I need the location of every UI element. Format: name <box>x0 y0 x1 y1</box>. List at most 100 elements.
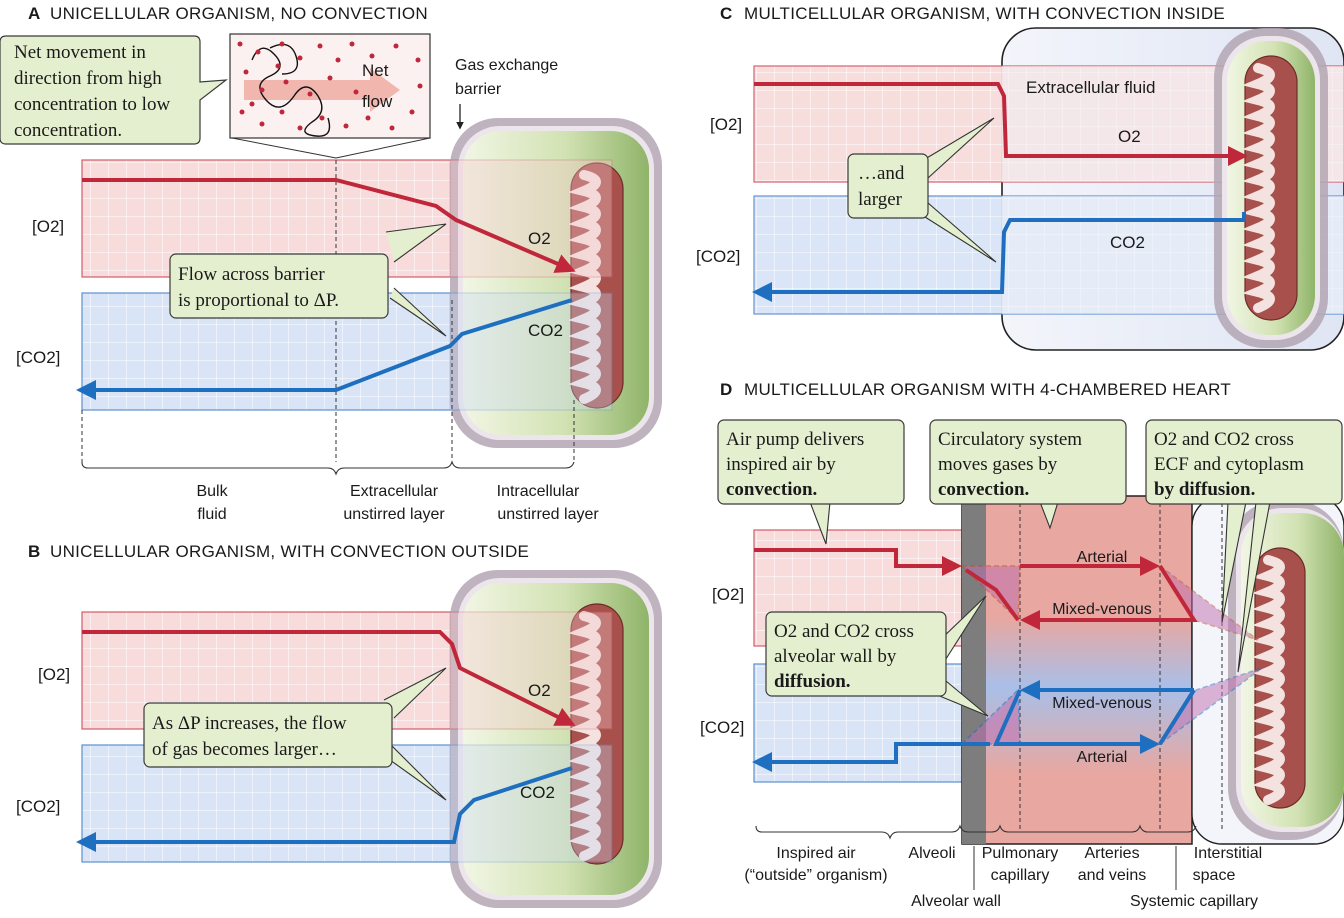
svg-text:moves gases by: moves gases by <box>938 454 1058 475</box>
net-movement-callout: Net movement in direction from high conc… <box>0 35 228 145</box>
cell <box>1214 28 1328 348</box>
alveolar-callout: O2 and CO2 cross alveolar wall by diffus… <box>765 595 989 717</box>
panel-d: D MULTICELLULAR ORGANISM WITH 4-CHAMBERE… <box>700 380 1344 910</box>
cell-diffusion-callout: O2 and CO2 cross ECF and cytoplasm by di… <box>1145 419 1343 673</box>
svg-text:O2 and CO2 cross: O2 and CO2 cross <box>774 621 914 642</box>
svg-text:unstirred layer: unstirred layer <box>343 506 445 523</box>
co2-axis-label: [CO2] <box>696 247 740 266</box>
panel-c: C MULTICELLULAR ORGANISM, WITH CONVECTIO… <box>696 4 1344 351</box>
svg-text:Net movement in: Net movement in <box>14 42 146 63</box>
panel-b-title: UNICELLULAR ORGANISM, WITH CONVECTION OU… <box>50 542 529 561</box>
diffusion-inset: Net flow <box>229 33 431 159</box>
and-larger-callout: …and larger <box>847 117 997 263</box>
region-brace <box>755 824 1197 840</box>
o2-inspired-line <box>754 548 962 576</box>
svg-text:barrier: barrier <box>455 81 502 98</box>
o2-gradient-line <box>754 82 1248 166</box>
co2-line-label: CO2 <box>520 783 555 802</box>
bulk-fluid-label: Bulk <box>196 483 228 500</box>
extracellular-fluid-label: Extracellular fluid <box>1026 78 1155 97</box>
svg-text:capillary: capillary <box>991 867 1050 884</box>
net-flow-label: Net <box>362 61 389 80</box>
o2-gradient-line <box>82 630 576 726</box>
svg-text:Circulatory system: Circulatory system <box>938 429 1082 450</box>
svg-text:…and: …and <box>858 163 905 184</box>
svg-text:concentration to low: concentration to low <box>14 94 170 115</box>
inspired-air-label: Inspired air <box>776 845 856 862</box>
co2-axis-label: [CO2] <box>700 718 744 737</box>
circulatory-callout: Circulatory system moves gases by convec… <box>929 419 1127 530</box>
gas-exchange-barrier-label: Gas exchange <box>455 57 558 74</box>
svg-text:and veins: and veins <box>1078 867 1147 884</box>
svg-text:by diffusion.: by diffusion. <box>1154 479 1255 500</box>
co2-gradient-line <box>76 766 573 852</box>
co2-line-label: CO2 <box>1110 233 1145 252</box>
o2-line-label: O2 <box>1118 127 1141 146</box>
region-brace <box>81 460 575 476</box>
svg-text:direction from high: direction from high <box>14 68 162 89</box>
svg-text:As ΔP increases, the flow: As ΔP increases, the flow <box>152 713 347 734</box>
co2-line-label: CO2 <box>528 321 563 340</box>
svg-text:inspired air by: inspired air by <box>726 454 836 475</box>
panel-a-title: UNICELLULAR ORGANISM, NO CONVECTION <box>50 4 428 23</box>
panel-b-letter: B <box>28 542 40 561</box>
o2-axis-label: [O2] <box>710 115 742 134</box>
arterial-label-co2: Arterial <box>1077 749 1128 766</box>
alveolar-wall <box>962 496 986 844</box>
svg-text:larger: larger <box>858 189 903 210</box>
intracellular-layer-label: Intracellular <box>497 483 580 500</box>
svg-text:flow: flow <box>362 92 393 111</box>
svg-text:ECF and cytoplasm: ECF and cytoplasm <box>1154 454 1304 475</box>
svg-text:Flow across barrier: Flow across barrier <box>178 264 325 285</box>
flow-larger-callout: As ΔP increases, the flow of gas becomes… <box>143 667 447 801</box>
air-pump-callout: Air pump delivers inspired air by convec… <box>717 419 905 545</box>
panel-d-letter: D <box>720 380 732 399</box>
co2-gradient-line <box>752 212 1246 302</box>
o2-line-label: O2 <box>528 229 551 248</box>
svg-text:Air pump delivers: Air pump delivers <box>726 429 864 450</box>
alveoli-label: Alveoli <box>908 845 955 862</box>
svg-text:is proportional to ΔP.: is proportional to ΔP. <box>178 290 339 311</box>
svg-text:convection.: convection. <box>726 479 817 500</box>
o2-axis-label: [O2] <box>32 217 64 236</box>
pulmonary-capillary-label: Pulmonary <box>982 845 1058 862</box>
cell <box>450 570 662 908</box>
cell <box>1228 500 1344 840</box>
arterial-label: Arterial <box>1077 549 1128 566</box>
panel-a-letter: A <box>28 4 40 23</box>
svg-text:diffusion.: diffusion. <box>774 671 851 692</box>
svg-text:of gas becomes larger…: of gas becomes larger… <box>152 739 337 760</box>
svg-text:fluid: fluid <box>197 506 226 523</box>
svg-text:convection.: convection. <box>938 479 1029 500</box>
mixed-venous-label-co2: Mixed-venous <box>1052 695 1152 712</box>
interstitial-space-label: Interstitial <box>1194 845 1262 862</box>
svg-text:(“outside” organism): (“outside” organism) <box>744 867 887 884</box>
o2-line-label: O2 <box>528 681 551 700</box>
co2-gradient-line <box>76 298 573 400</box>
arterial-co2-line <box>992 689 1160 754</box>
o2-axis-label: [O2] <box>38 665 70 684</box>
alveolar-wall-label: Alveolar wall <box>911 893 1001 910</box>
o2-axis-label: [O2] <box>712 585 744 604</box>
systemic-capillary-label: Systemic capillary <box>1130 893 1258 910</box>
cell <box>450 118 662 448</box>
circulatory-region <box>961 495 1193 845</box>
svg-text:concentration.: concentration. <box>14 120 122 141</box>
panel-d-title: MULTICELLULAR ORGANISM WITH 4-CHAMBERED … <box>744 380 1231 399</box>
panel-c-title: MULTICELLULAR ORGANISM, WITH CONVECTION … <box>744 4 1225 23</box>
co2-axis-label: [CO2] <box>16 797 60 816</box>
panel-a: A UNICELLULAR ORGANISM, NO CONVECTION [O… <box>0 4 662 523</box>
o2-gradient-line <box>82 178 576 273</box>
mixed-venous-label: Mixed-venous <box>1052 601 1152 618</box>
panel-b: B UNICELLULAR ORGANISM, WITH CONVECTION … <box>16 542 662 908</box>
svg-text:alveolar wall by: alveolar wall by <box>774 646 897 667</box>
extracellular-layer-label: Extracellular <box>350 483 439 500</box>
svg-text:unstirred layer: unstirred layer <box>497 506 599 523</box>
arteries-veins-label: Arteries <box>1084 845 1139 862</box>
flow-barrier-callout: Flow across barrier is proportional to Δ… <box>169 223 447 337</box>
svg-text:space: space <box>1193 867 1236 884</box>
co2-axis-label: [CO2] <box>16 348 60 367</box>
svg-text:O2 and CO2 cross: O2 and CO2 cross <box>1154 429 1294 450</box>
mixed-venous-o2-line <box>1020 564 1198 630</box>
